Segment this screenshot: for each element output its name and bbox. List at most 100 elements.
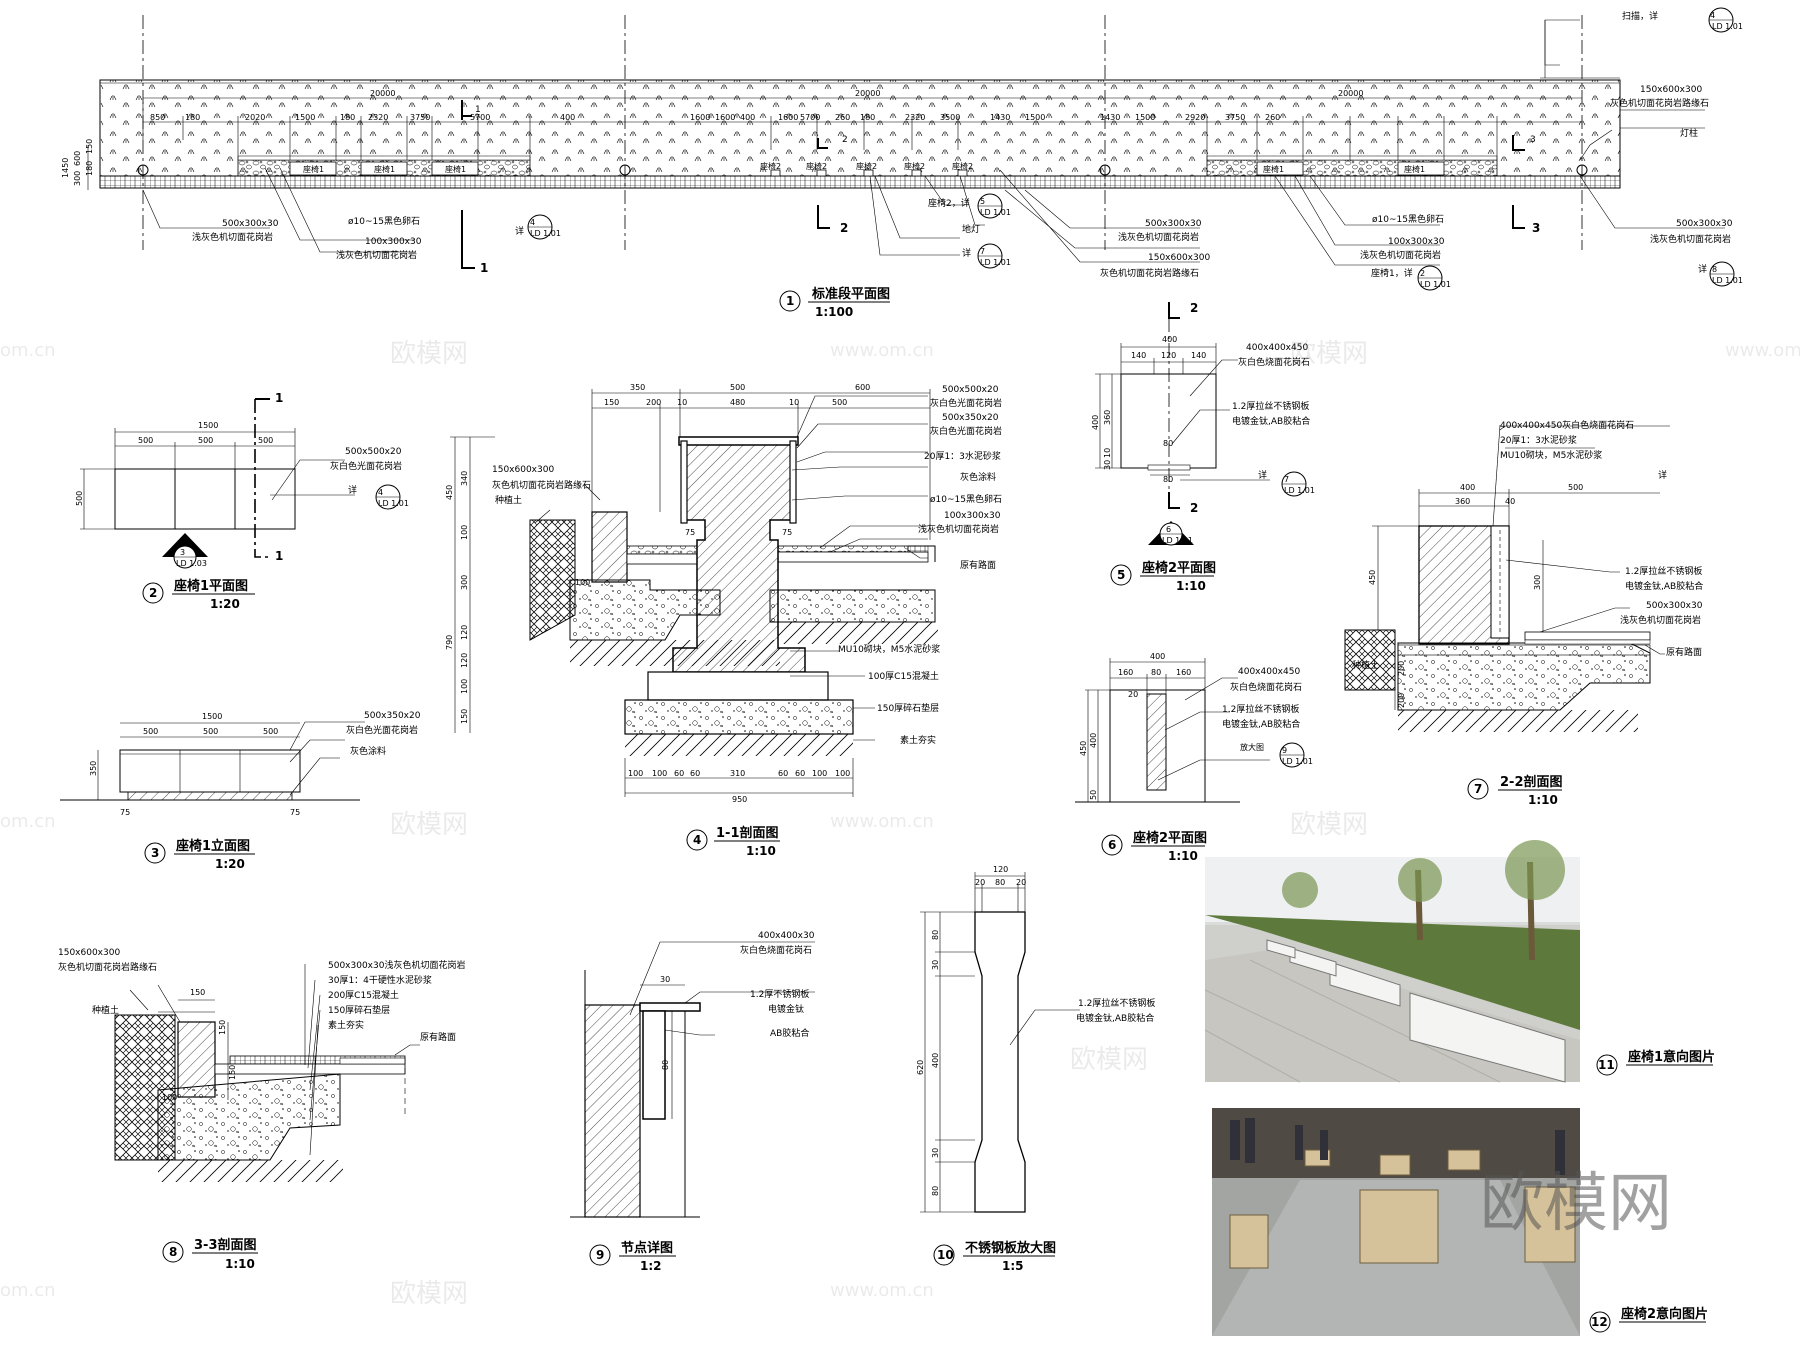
- watermark-site: www.om.cn: [830, 811, 934, 832]
- dim-text: 480: [730, 398, 745, 407]
- seat2-label: 座椅2: [904, 161, 925, 171]
- svg-text:LD 1.01: LD 1.01: [980, 208, 1011, 217]
- drawing-number: 11: [1598, 1058, 1615, 1072]
- dim-text: 150: [190, 988, 205, 997]
- drawing-number: 9: [596, 1248, 604, 1262]
- dim-text: 150: [228, 1065, 237, 1080]
- note: 灰色涂料: [350, 745, 386, 757]
- dim-text: 60: [674, 769, 684, 778]
- dim-text: 30: [660, 975, 670, 984]
- plan-dim-text: 180: [185, 113, 200, 122]
- note: 20厚1：3水泥砂浆: [924, 450, 1001, 462]
- note-detail: 详: [962, 247, 971, 259]
- dim-text: 360: [1103, 410, 1112, 425]
- drawing-scale: 1:2: [640, 1259, 662, 1273]
- note: 种植土: [92, 1004, 119, 1016]
- drawing-title: 节点详图: [621, 1240, 673, 1256]
- note-paving: 浅灰色机切面花岗岩: [192, 231, 273, 243]
- dim-text: 100: [835, 769, 850, 778]
- dim-text: 20: [975, 878, 985, 887]
- plan-dim-text: 3500: [940, 113, 960, 122]
- dim-text: 1500: [198, 421, 218, 430]
- dim-text: 20000: [1338, 89, 1363, 98]
- dim-text: 150: [460, 709, 469, 724]
- svg-text:7: 7: [1284, 475, 1289, 484]
- lamp-icon: [137, 164, 1588, 176]
- drawing-scale: 1:10: [1176, 579, 1206, 593]
- drawing-scale: 1:10: [225, 1257, 255, 1271]
- drawing-title: 3-3剖面图: [194, 1237, 257, 1253]
- seat2-label: 座椅2: [856, 161, 877, 171]
- note: 灰色机切面花岗岩路缘石: [58, 961, 157, 973]
- seat1-plan: 1500 500 500 500 500 1 1 500x500x20 灰白色光…: [75, 391, 409, 611]
- seat1-label: 座椅1: [1404, 164, 1425, 174]
- drawing-number: 5: [1117, 568, 1125, 582]
- seat2-label: 座椅2: [952, 161, 973, 171]
- drawing-title: 座椅2平面图: [1141, 560, 1216, 576]
- note: 150x600x300: [58, 948, 120, 958]
- watermark-brand: 欧模网: [390, 810, 468, 840]
- dim-text: 80: [1163, 475, 1173, 484]
- drawing-number: 12: [1591, 1315, 1608, 1329]
- plan-dim-text: 1430: [1100, 113, 1120, 122]
- seat1-elevation: 1500 500 500 500 350 75 75 500x350x20 灰白…: [60, 711, 421, 871]
- note: 灰白色光面花岗岩: [930, 425, 1002, 437]
- svg-text:LD 1.01: LD 1.01: [1162, 536, 1193, 545]
- note: 灰色涂料: [960, 471, 996, 483]
- note: 20厚1：3水泥砂浆: [1500, 434, 1577, 446]
- section-cut-3: [1512, 135, 1525, 229]
- dim-text: 450: [1368, 570, 1377, 585]
- callout-4: 4 LD 1.01: [527, 214, 561, 240]
- seat1-label: 座椅1: [445, 164, 466, 174]
- note: 150厚碎石垫层: [328, 1004, 390, 1016]
- drawing-scale: 1:10: [746, 844, 776, 858]
- dim-text: 600: [73, 151, 82, 166]
- note: 浅灰色机切面花岗岩: [918, 523, 999, 535]
- section-1-1: 350 500 600 150 200 10 480 10 500 450 34…: [445, 383, 1002, 858]
- section-mark: 2: [1190, 501, 1198, 515]
- dim-text: 140: [1191, 351, 1206, 360]
- section-mark: 1: [275, 391, 283, 405]
- section-mark: 3: [1530, 135, 1536, 145]
- note-curb-size: 150x600x300: [1148, 253, 1210, 263]
- pebble-band: [1206, 159, 1498, 177]
- note-seat1-ref: 座椅1，详: [1371, 267, 1413, 279]
- svg-text:7: 7: [980, 247, 985, 256]
- drawing-number: 10: [937, 1248, 954, 1262]
- dim-text: 200: [646, 398, 661, 407]
- dim-text: 100: [652, 769, 667, 778]
- note: 原有路面: [420, 1031, 456, 1043]
- seat1-label: 座椅1: [303, 164, 324, 174]
- dim-text: 350: [89, 761, 98, 776]
- dim-text: 40: [1505, 497, 1515, 506]
- dim-text: 30: [931, 1148, 940, 1158]
- dim-text: 400: [1162, 335, 1177, 344]
- svg-text:4: 4: [378, 488, 383, 497]
- plan-dim-text: 5700: [470, 113, 490, 122]
- plan-dim-text: 1500: [295, 113, 315, 122]
- watermark-brand: 欧模网: [390, 1279, 468, 1309]
- dim-text: 10: [789, 398, 799, 407]
- note: 1.2厚不锈钢板: [750, 988, 809, 1000]
- plan-dim-text: 2920: [1185, 113, 1205, 122]
- section-cut-2: [817, 138, 830, 229]
- photo-caption: 座椅2意向图片: [1620, 1306, 1708, 1322]
- svg-text:LD 1.01: LD 1.01: [530, 229, 561, 238]
- dim-text: 450: [445, 485, 454, 500]
- note: 1.2厚拉丝不锈钢板: [1625, 565, 1702, 577]
- section-3-3: 150 150 150 100 150x600x300 灰色机切面花岗岩路缘石 …: [58, 948, 465, 1271]
- plan-dim-text: 850: [150, 113, 165, 122]
- dim-text: 20000: [370, 89, 395, 98]
- drawing-title: 座椅2平面图: [1132, 830, 1207, 846]
- dim-text: 100: [575, 578, 590, 587]
- dim-text: 400: [1460, 483, 1475, 492]
- section-mark: 1: [275, 549, 283, 563]
- note: 400x400x450灰白色烧面花岗石: [1500, 419, 1634, 431]
- dim-text: 100: [460, 525, 469, 540]
- callout-8: 8 LD 1.01: [1709, 261, 1743, 287]
- dim-text: 60: [778, 769, 788, 778]
- curb-band: [99, 175, 1621, 189]
- dim-text: 120: [1161, 351, 1176, 360]
- note-paving-size: 500x300x30: [1676, 219, 1733, 229]
- dim-text: 180: [85, 161, 94, 176]
